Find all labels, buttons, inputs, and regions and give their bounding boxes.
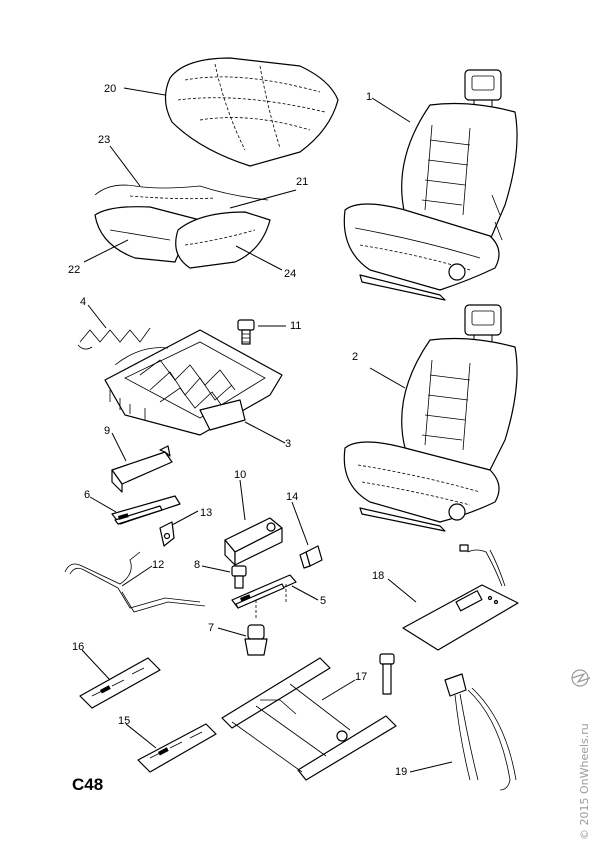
leader-24 — [235, 245, 283, 271]
part-13-clip — [159, 521, 175, 547]
leader-2 — [369, 367, 406, 389]
leader-9 — [111, 432, 127, 462]
leader-4 — [87, 304, 107, 329]
leader-7 — [217, 627, 247, 637]
leader-12 — [121, 565, 153, 587]
callout-6: 6 — [84, 489, 90, 501]
leader-15 — [125, 723, 157, 749]
callout-23: 23 — [98, 134, 110, 146]
leader-16 — [81, 649, 111, 681]
leader-13 — [171, 510, 199, 526]
leader-21 — [229, 189, 297, 209]
part-9-bracket — [111, 445, 173, 493]
part-15-rail — [137, 723, 217, 773]
part-24-cushion-pad-right — [175, 211, 271, 269]
callout-8: 8 — [194, 559, 200, 571]
leader-8 — [201, 565, 231, 573]
leader-20 — [123, 87, 166, 96]
part-23-cushion-wire — [94, 184, 269, 201]
part-3-seat-frame — [104, 329, 283, 436]
callout-15: 15 — [118, 715, 130, 727]
leader-18 — [387, 578, 417, 603]
part-7-fastener — [244, 624, 268, 656]
leader-14 — [291, 501, 309, 546]
callout-24: 24 — [284, 268, 296, 280]
part-17-seat-adjuster — [221, 653, 397, 781]
callout-labels: 20 23 21 22 24 1 2 4 11 3 9 6 13 10 14 1… — [68, 83, 407, 778]
diagram-code: C48 — [72, 775, 103, 794]
callout-18: 18 — [372, 570, 384, 582]
callout-13: 13 — [200, 507, 212, 519]
part-10-block — [224, 517, 283, 566]
leader-6 — [89, 496, 117, 513]
callout-21: 21 — [296, 176, 308, 188]
part-1-complete-seat — [343, 69, 518, 301]
callout-2: 2 — [352, 351, 358, 363]
leader-17 — [321, 679, 356, 701]
leader-22 — [83, 239, 129, 263]
watermark: © 2015 OnWheels.ru — [571, 669, 591, 840]
callout-3: 3 — [285, 438, 291, 450]
leader-5 — [291, 585, 319, 601]
part-12-wire-bar — [64, 551, 206, 613]
part-11-bolt — [237, 319, 255, 345]
callout-11: 11 — [290, 320, 301, 332]
leader-1 — [371, 97, 411, 123]
watermark-text: © 2015 OnWheels.ru — [578, 723, 591, 840]
leader-10 — [239, 479, 246, 521]
part-14-clip — [299, 545, 323, 569]
part-2-complete-seat — [343, 304, 518, 532]
callout-5: 5 — [320, 595, 326, 607]
part-20-seat-cushion-cover — [164, 57, 339, 167]
leader-23 — [109, 145, 141, 187]
leader-19 — [409, 761, 453, 773]
part-6-rail — [111, 495, 181, 525]
callout-20: 20 — [104, 83, 116, 95]
part-5-rail — [231, 574, 297, 620]
callout-10: 10 — [234, 469, 246, 481]
part-8-bolt — [231, 565, 247, 589]
callout-22: 22 — [68, 264, 80, 276]
opel-logo-icon — [571, 669, 591, 687]
callout-19: 19 — [395, 766, 407, 778]
callout-7: 7 — [208, 622, 214, 634]
part-18-control-panel — [402, 544, 519, 651]
callout-9: 9 — [104, 425, 110, 437]
callout-17: 17 — [355, 671, 367, 683]
callout-14: 14 — [286, 491, 298, 503]
part-16-rail — [79, 657, 161, 709]
callout-12: 12 — [152, 559, 164, 571]
part-4-spring — [77, 327, 151, 350]
callout-4: 4 — [80, 296, 86, 308]
callout-16: 16 — [72, 641, 84, 653]
part-19-strap — [444, 673, 517, 791]
leader-3 — [244, 421, 286, 444]
callout-1: 1 — [366, 91, 372, 103]
